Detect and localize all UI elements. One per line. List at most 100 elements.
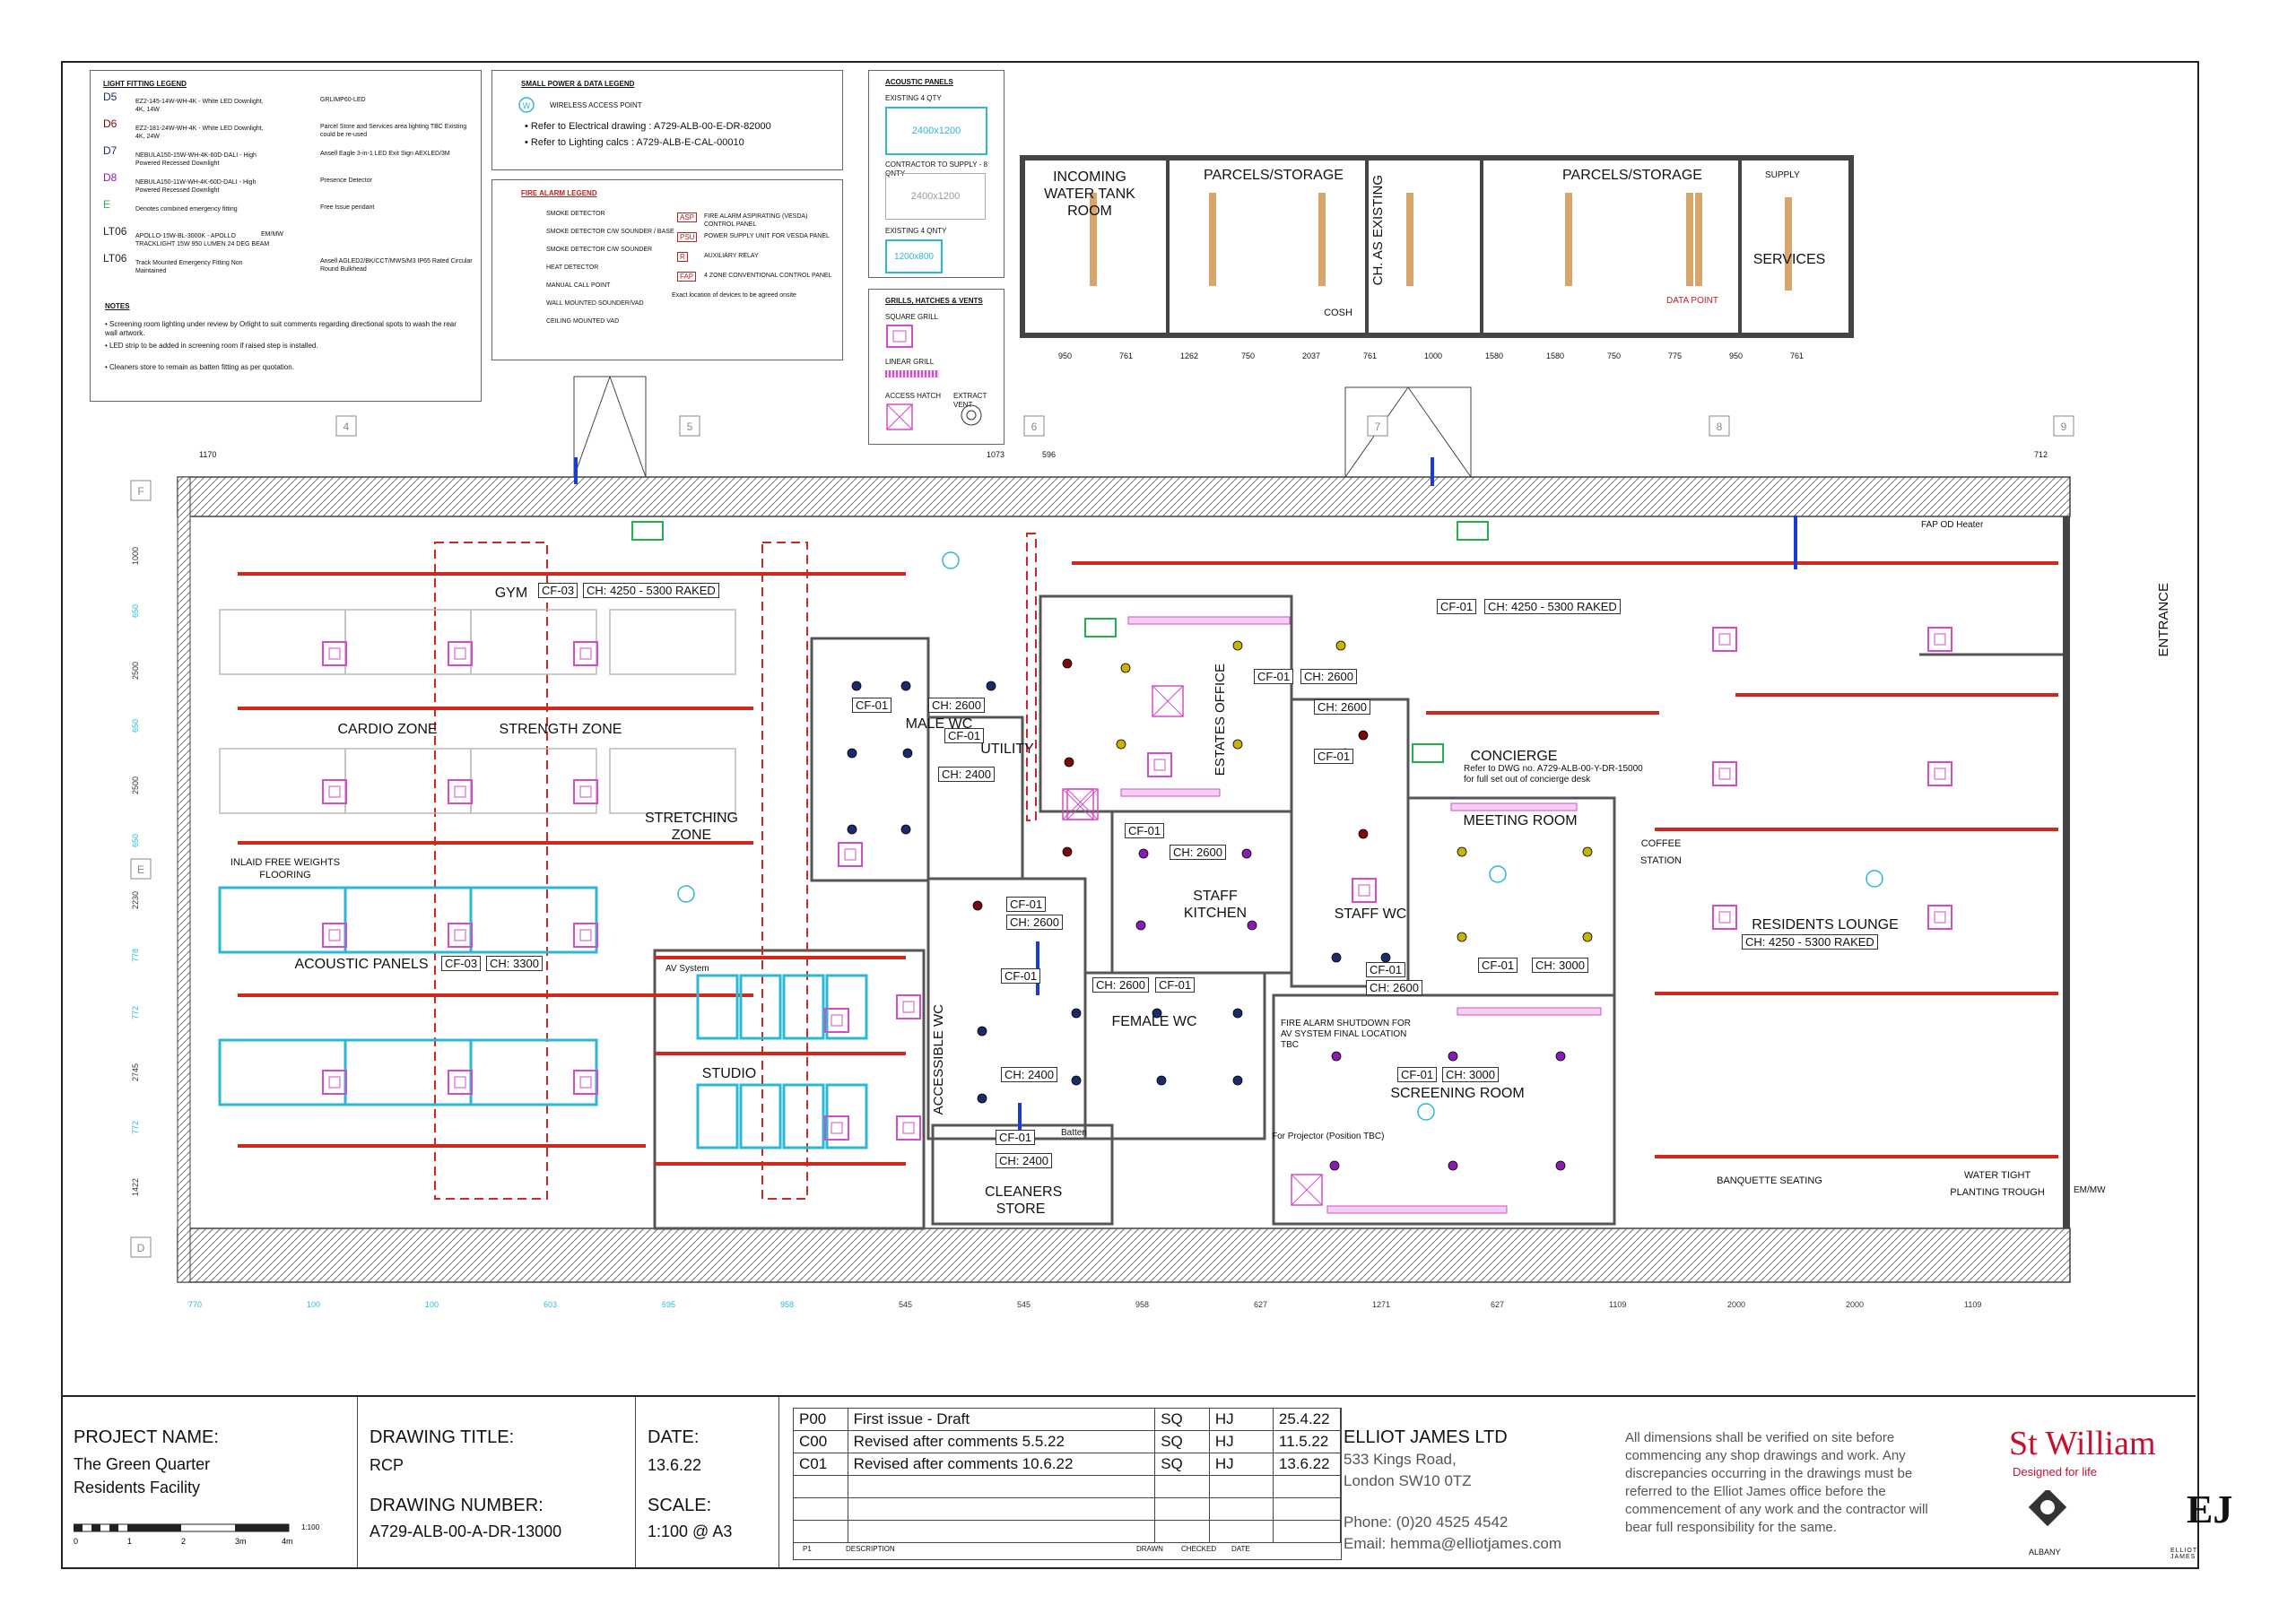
- interior-walls: [653, 594, 2063, 1230]
- fire-legend-item: HEAT DETECTOR: [546, 265, 599, 271]
- room-label: ENTRANCE: [2156, 583, 2171, 657]
- ceiling-tag: CH: 2600: [1300, 669, 1357, 684]
- square-grill-inner: [1718, 633, 1731, 646]
- wireless-access-point-icon: W: [518, 97, 535, 113]
- revision-rev: [794, 1475, 848, 1498]
- notes-title: NOTES: [105, 302, 130, 310]
- ceiling-tag: CF-03: [538, 583, 578, 598]
- dimension-label: 778: [131, 949, 140, 963]
- downlight-icon: [900, 824, 911, 835]
- downlight-icon: [1138, 848, 1149, 859]
- company-name: ELLIOT JAMES LTD: [1344, 1427, 1508, 1447]
- downlight-icon: [1232, 1075, 1243, 1086]
- project-label: PROJECT NAME:: [74, 1427, 219, 1447]
- square-grill: [1927, 761, 1952, 786]
- square-grill: [448, 641, 473, 666]
- light-legend-code: D6: [103, 117, 117, 130]
- drawing-sheet: [61, 61, 2199, 1569]
- ceiling-tag: CH: 2600: [1366, 980, 1422, 995]
- fire-legend-item: SMOKE DETECTOR C/W SOUNDER / BASE: [546, 229, 674, 235]
- revision-desc: [848, 1475, 1156, 1498]
- revision-date: [1273, 1497, 1342, 1521]
- light-legend-text: Denotes combined emergency fitting: [135, 206, 238, 213]
- revision-date: 25.4.22: [1273, 1409, 1342, 1431]
- studio-acoustic-panel: [696, 974, 739, 1040]
- power-ref-1: • Refer to Electrical drawing : A729-ALB…: [525, 121, 771, 132]
- door-frame: [1794, 516, 1797, 569]
- canopy-west: [573, 376, 647, 478]
- square-grill: [1147, 752, 1172, 777]
- revision-checked: [1209, 1520, 1274, 1543]
- downlight-icon: [1071, 1075, 1082, 1086]
- revision-drawn: [1154, 1497, 1210, 1521]
- plan-note: Batten: [1061, 1128, 1087, 1138]
- light-legend-right-text: EM/MW: [261, 231, 283, 238]
- ceiling-tag: CH: 4250 - 5300 RAKED: [583, 583, 719, 598]
- dimension-label: 770: [188, 1300, 203, 1309]
- access-hatch-line: [1066, 788, 1099, 820]
- ceiling-tag: CH: 3000: [1532, 958, 1588, 973]
- power-ref-1-text: Refer to Electrical drawing : A729-ALB-0…: [530, 121, 771, 132]
- room-label: UTILITY: [980, 742, 1034, 757]
- svg-text:3m: 3m: [235, 1537, 247, 1546]
- square-grill-inner: [844, 848, 857, 861]
- light-legend-right-text: GRLIMP60-LED: [320, 97, 366, 103]
- acoustic-panel: [344, 1038, 473, 1106]
- linear-grill-label: LINEAR GRILL: [885, 358, 935, 366]
- studio-acoustic-panel: [782, 1083, 825, 1149]
- light-legend-code: D7: [103, 144, 117, 157]
- dimension-label: 627: [1491, 1300, 1505, 1309]
- ceiling-tag: CH: 2600: [1092, 977, 1149, 993]
- square-grill: [448, 779, 473, 804]
- scale-value: 1:100 @ A3: [648, 1522, 733, 1540]
- light-legend-code: LT06: [103, 225, 127, 238]
- light-legend-code: D5: [103, 91, 117, 103]
- downlight-icon: [977, 1093, 987, 1104]
- downlight-icon: [1380, 952, 1391, 963]
- dimension-label: 650: [131, 719, 140, 733]
- revision-checked: HJ: [1209, 1453, 1274, 1476]
- small-power-legend: SMALL POWER & DATA LEGEND W WIRELESS ACC…: [491, 70, 843, 170]
- ceiling-tag: CF-01: [996, 1130, 1036, 1145]
- square-grill-inner: [902, 1001, 915, 1013]
- access-hatch-line: [1291, 1174, 1323, 1206]
- downlight-icon: [1071, 1008, 1082, 1019]
- plan-note: SUPPLY: [1765, 170, 1800, 180]
- note-item: • Screening room lighting under review b…: [105, 320, 457, 337]
- room-label: COFFEE STATION: [1639, 838, 1683, 866]
- linear-grille: [1450, 802, 1578, 811]
- svg-text:W: W: [523, 101, 531, 110]
- room-label: MEETING ROOM: [1463, 813, 1578, 828]
- acoustic-swatch-small: 1200x800: [885, 239, 943, 273]
- company-address-1: 533 Kings Road,: [1344, 1451, 1457, 1468]
- square-grill-inner: [328, 785, 341, 798]
- beam-outline: [434, 542, 548, 1200]
- note-item: • Cleaners store to remain as batten fit…: [105, 363, 294, 371]
- grid-ref-label: 7: [1375, 421, 1381, 433]
- square-grill-inner: [831, 1122, 843, 1134]
- ej-logo-text: ELLIOT JAMES: [2170, 1548, 2197, 1560]
- room-label: CH. AS EXISTING: [1370, 175, 1386, 286]
- room-label: PARCELS/STORAGE: [1204, 168, 1344, 183]
- room-label: RESIDENTS LOUNGE: [1752, 917, 1899, 932]
- light-legend-text: APOLLO-15W-BL-3000K - APOLLO TRACKLIGHT …: [135, 233, 270, 247]
- exit-sign-icon: [1084, 618, 1117, 638]
- revision-desc: [848, 1497, 1156, 1521]
- linear-grille: [1457, 1007, 1602, 1016]
- dimension-label: 2230: [131, 891, 140, 910]
- drawing-cell: DRAWING TITLE: RCP DRAWING NUMBER: A729-…: [357, 1397, 636, 1567]
- square-grill-inner: [454, 647, 466, 660]
- grid-ref-label: 4: [344, 421, 350, 433]
- power-legend-title: SMALL POWER & DATA LEGEND: [521, 80, 635, 88]
- fire-legend-code: R: [677, 252, 688, 262]
- square-grill: [573, 1070, 598, 1095]
- light-legend-code: LT06: [103, 252, 127, 265]
- wireless-access-point-icon: [1417, 1103, 1435, 1121]
- ceiling-tag: CH: 2600: [928, 698, 985, 713]
- dimension-label: 2000: [1846, 1300, 1865, 1309]
- dimension-label: 695: [662, 1300, 676, 1309]
- light-legend-text: NEBULA150-11W-WH-4K-60D-DALI - High Powe…: [135, 179, 257, 194]
